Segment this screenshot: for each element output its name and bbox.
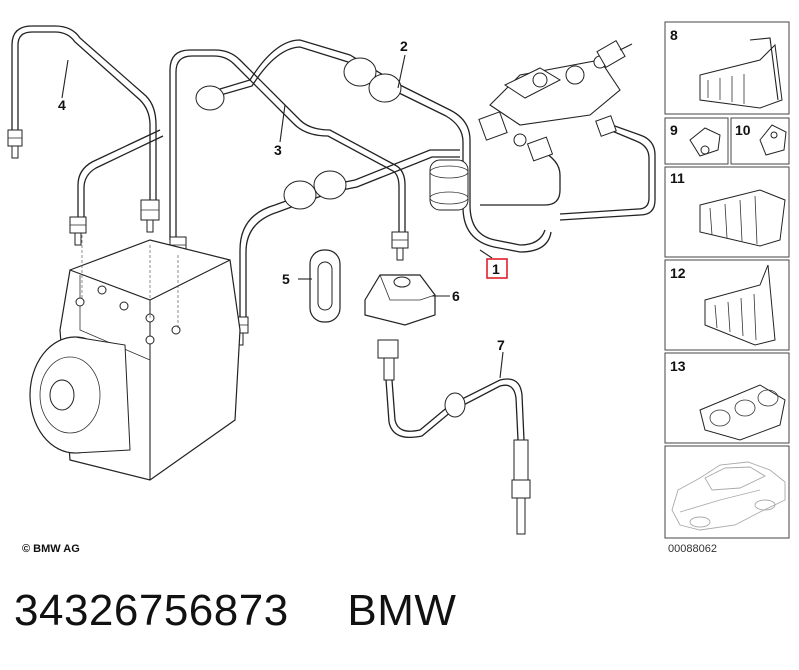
copyright-text: © BMW AG [22,543,80,555]
side-panels: 8 9 10 11 12 [664,21,790,555]
clip-part-8 [699,37,783,109]
panel-10-label: 10 [735,122,751,138]
panel-9-label: 9 [670,122,678,138]
clip-part-10 [759,124,787,156]
clip-part-12 [704,264,776,346]
grommet-part-5 [309,249,341,323]
bracket-part-6 [364,274,436,326]
clip-part-11 [699,189,786,247]
callout-leaders [61,54,504,379]
panel-8-label: 8 [670,27,678,43]
brake-hose-part-7 [377,339,531,535]
callout-5[interactable]: 5 [282,271,290,287]
clip-part-9 [689,127,721,157]
image-number: 00088062 [668,543,717,555]
callouts: 1 2 3 4 5 6 7 [58,38,508,353]
part-footer: 34326756873 BMW [14,586,456,636]
vehicle-panel[interactable] [664,445,790,539]
callout-2[interactable]: 2 [400,38,408,54]
panel-12-label: 12 [670,265,686,281]
brand-name: BMW [347,586,457,635]
callout-1-highlight [486,258,508,279]
car-silhouette-icon [671,461,786,531]
callout-7[interactable]: 7 [497,337,505,353]
panel-11-label: 11 [670,170,685,186]
valve-block [478,40,633,162]
panel-13-label: 13 [670,358,686,374]
part-number: 34326756873 [14,586,289,635]
callout-1[interactable]: 1 [492,261,500,277]
callout-3[interactable]: 3 [274,142,282,158]
pipe-fittings [7,57,469,346]
callout-6[interactable]: 6 [452,288,460,304]
clip-part-13 [699,384,786,441]
callout-4[interactable]: 4 [58,97,66,113]
abs-unit [29,235,241,481]
